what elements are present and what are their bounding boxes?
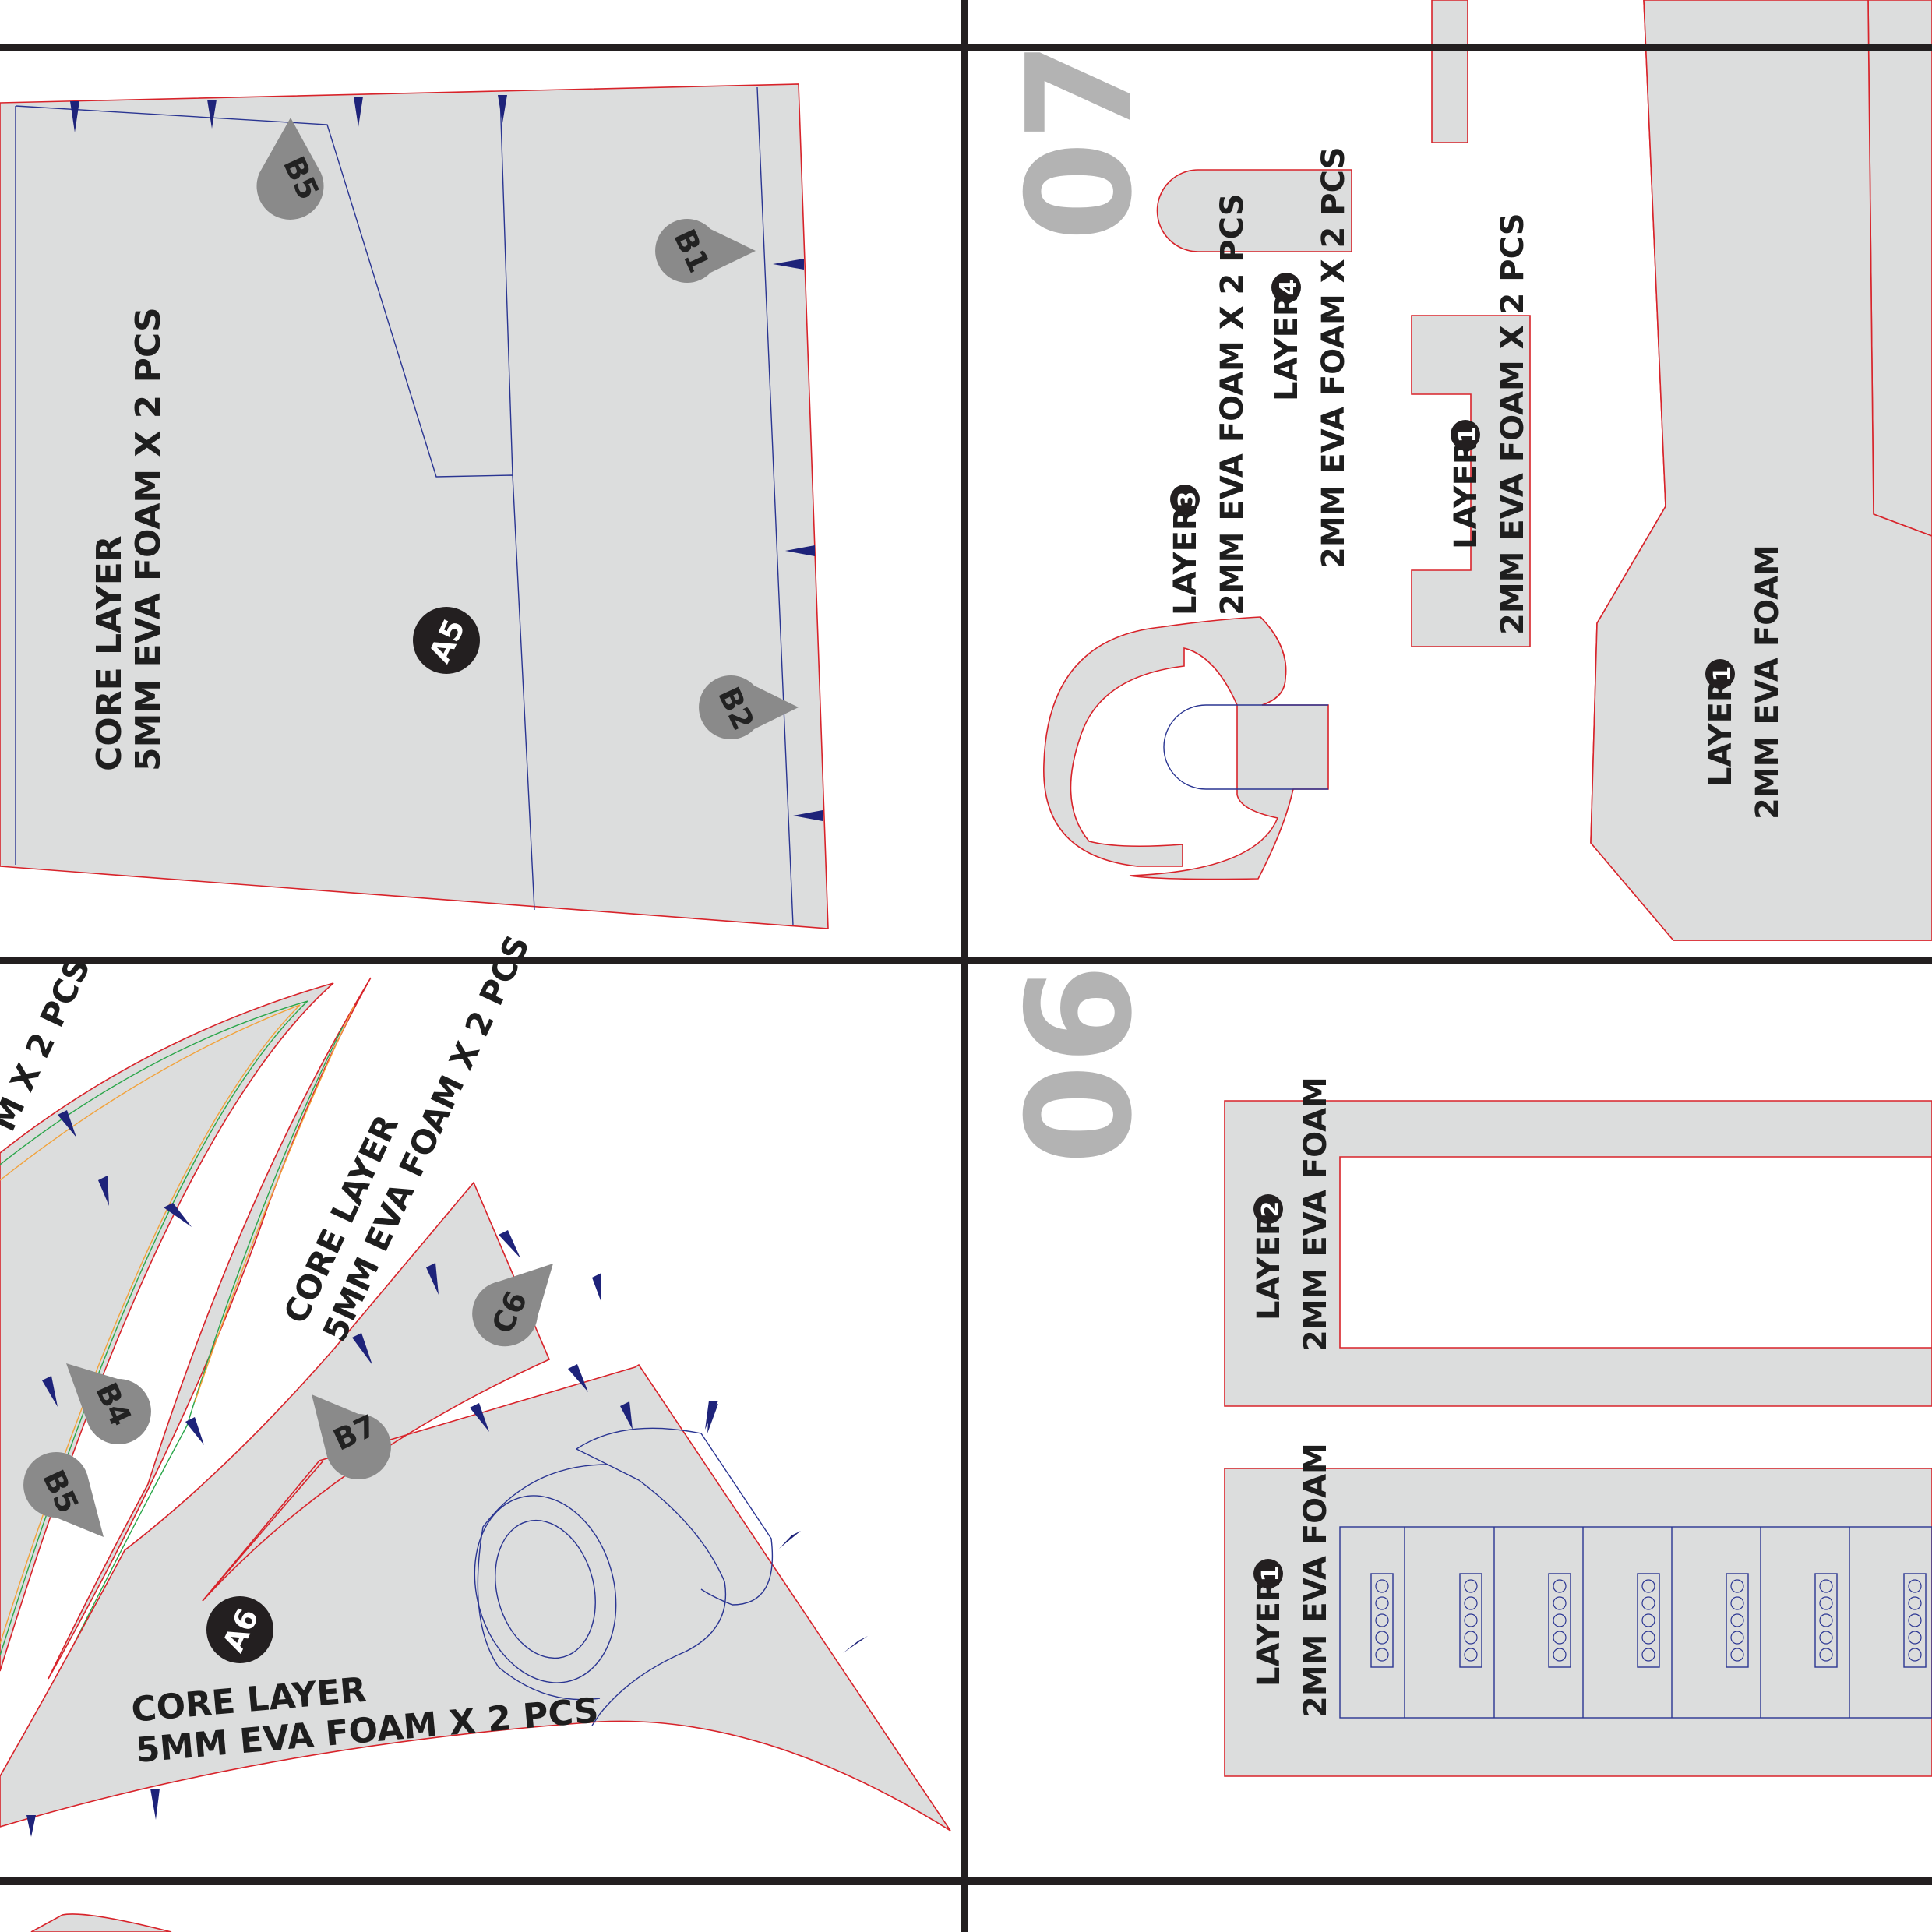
hole [1553,1613,1567,1627]
hole [1641,1648,1655,1662]
piece-a5: B5 B1 B2 A5 CORE LAYER 5MM EVA FOAM X 2 … [0,83,829,929]
hole-strip [1726,1573,1749,1668]
layer1-panel [1224,1468,1932,1777]
svg-text:2MM EVA FOAM: 2MM EVA FOAM [1750,545,1786,820]
layer4-label: LAYER 4 2MM EVA FOAM X 2 PCS [1269,146,1352,569]
section-07: 07 LAYER 3 2MM EVA FOAM X 2 PCS LAYER 4 … [996,0,1932,941]
cap-piece [1156,169,1352,252]
svg-text:LAYER: LAYER [1251,1211,1287,1320]
hole-strip [1548,1573,1571,1668]
hole [1730,1631,1744,1645]
hole [1730,1648,1744,1662]
section-number-06: 06 [996,964,1164,1165]
hole-strip [1814,1573,1838,1668]
pin-b5-bottom: B5 [23,1452,104,1537]
layer1b-label: LAYER 1 2MM EVA FOAM [1703,545,1786,820]
hole [1908,1631,1922,1645]
layer1-hole-strips [1370,1573,1927,1668]
svg-text:1: 1 [1257,1566,1285,1582]
a5-label-line2: 5MM EVA FOAM X 2 PCS [129,307,168,771]
hole [1375,1579,1389,1593]
svg-text:LAYER: LAYER [1251,1578,1287,1687]
ring-piece [1043,616,1329,880]
hole [1908,1579,1922,1593]
hole [1375,1596,1389,1610]
hole [1730,1613,1744,1627]
svg-text:LAYER: LAYER [1703,678,1739,787]
layer1-panel-grid [1339,1526,1932,1719]
layer1c-label: LAYER 1 2MM EVA FOAM [1251,1443,1334,1718]
left-curved-piece [0,982,334,1672]
hole [1908,1613,1922,1627]
pin-b2: B2 [699,675,799,739]
hole [1641,1596,1655,1610]
pin-c6: C6 [472,1264,553,1347]
section-06: 06 LAYER 2 2MM EVA FOAM LAYER 1 2MM EVA … [996,964,1932,1777]
section-number-07: 07 [996,41,1164,242]
hole [1641,1613,1655,1627]
bottom-left-pieces: B4 B5 B7 C6 A6 CORE LAYER 5MM EVA FOAM X… [0,929,951,1837]
strip-top [1431,0,1468,143]
layer3-label: LAYER 3 2MM EVA FOAM X 2 PCS [1168,193,1250,615]
hole [1641,1631,1655,1645]
svg-text:2MM EVA FOAM X 2 PCS: 2MM EVA FOAM X 2 PCS [1215,193,1250,615]
dot-a6: A6 [206,1596,273,1663]
hole [1819,1648,1833,1662]
hole [1819,1579,1833,1593]
svg-text:2MM EVA FOAM: 2MM EVA FOAM [1298,1443,1334,1718]
hole [1819,1613,1833,1627]
hole-strip [1903,1573,1927,1668]
dot-a5: A5 [413,607,480,674]
bracket-piece [1411,315,1531,647]
large-layer1-body [1590,0,1932,941]
svg-text:1: 1 [1709,666,1736,682]
svg-text:2MM EVA FOAM X 2 PCS: 2MM EVA FOAM X 2 PCS [1495,213,1531,635]
svg-text:LAYER: LAYER [1168,506,1204,615]
hole [1553,1596,1567,1610]
hole [1464,1613,1478,1627]
layer2-label: LAYER 2 2MM EVA FOAM [1251,1077,1334,1352]
svg-text:2: 2 [1257,1201,1285,1218]
hole [1730,1579,1744,1593]
svg-text:LAYER: LAYER [1269,292,1305,401]
hole [1464,1648,1478,1662]
hole [1730,1596,1744,1610]
hole [1553,1648,1567,1662]
svg-text:1: 1 [1454,427,1482,443]
hole [1375,1613,1389,1627]
pin-b1: B1 [655,219,756,283]
a5-label-line1: CORE LAYER [90,535,129,771]
hole-strip [1370,1573,1394,1668]
svg-text:3: 3 [1174,492,1201,508]
hole [1375,1648,1389,1662]
hole [1908,1648,1922,1662]
hole [1375,1631,1389,1645]
layer2-frame [1224,1100,1932,1407]
hole-strip [1637,1573,1660,1668]
bottom-edge-piece [30,1913,172,1932]
hole [1464,1579,1478,1593]
hole [1819,1596,1833,1610]
hole [1908,1596,1922,1610]
svg-text:2MM EVA FOAM: 2MM EVA FOAM [1298,1077,1334,1352]
layer1a-label: LAYER 1 2MM EVA FOAM X 2 PCS [1448,213,1531,635]
svg-text:2MM EVA FOAM X 2 PCS: 2MM EVA FOAM X 2 PCS [1316,146,1352,569]
svg-text:4: 4 [1275,280,1303,296]
hole [1464,1596,1478,1610]
hole-strip [1459,1573,1482,1668]
hole [1819,1631,1833,1645]
hole [1553,1631,1567,1645]
pin-b4: B4 [66,1363,151,1444]
hole [1641,1579,1655,1593]
svg-text:LAYER: LAYER [1448,440,1484,549]
hole [1553,1579,1567,1593]
hole [1464,1631,1478,1645]
a6-piece [0,1181,951,1832]
